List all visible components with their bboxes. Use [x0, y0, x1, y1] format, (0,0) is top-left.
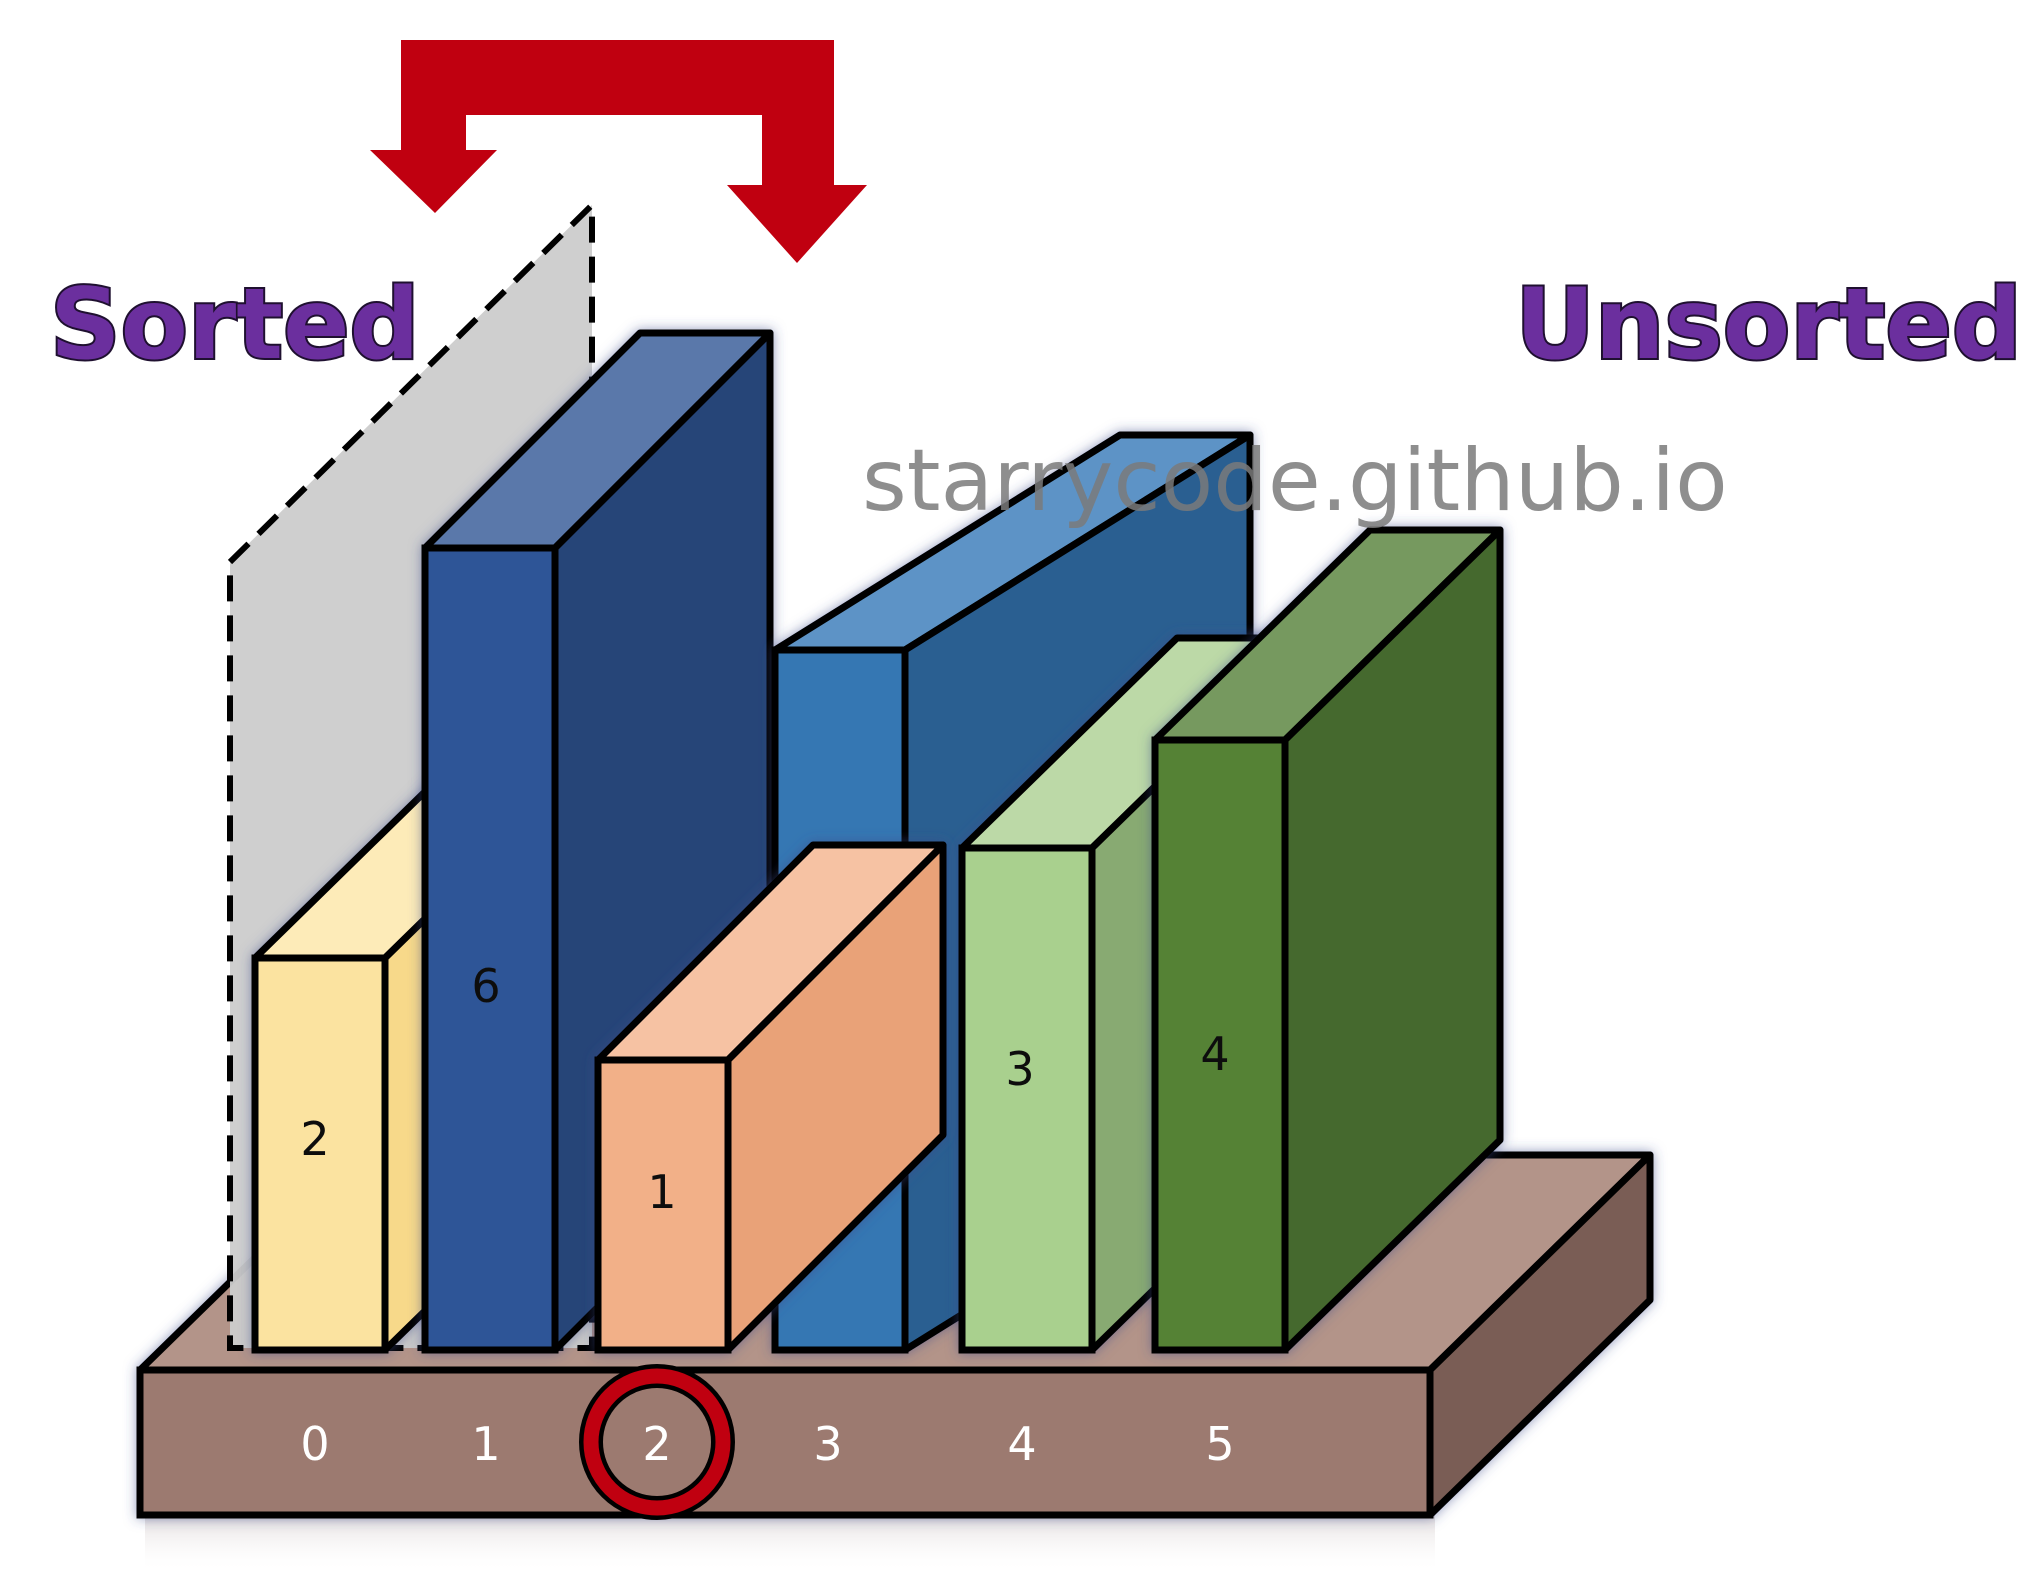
book-front-face	[1151, 736, 1289, 1354]
book-value-label: 3	[1005, 1042, 1034, 1096]
book-2: 1	[594, 841, 947, 1354]
unsorted-label: Unsorted	[1515, 268, 2022, 382]
book-value-label: 4	[1200, 1027, 1229, 1081]
book-front-face	[958, 844, 1096, 1354]
book-value-label: 2	[300, 1112, 329, 1166]
book-value-label: 6	[471, 959, 500, 1013]
shelf-reflection	[145, 1515, 1435, 1572]
shelf-index-label: 5	[1205, 1417, 1234, 1471]
shelf-index-label: 2	[642, 1417, 671, 1471]
book-5: 4	[1151, 526, 1504, 1354]
shelf-front	[136, 1366, 1434, 1519]
book-value-label: 1	[647, 1165, 676, 1219]
watermark: starrycode.github.io	[862, 431, 1728, 531]
move-arrow-shape	[370, 40, 867, 263]
shelf-index-label: 0	[300, 1417, 329, 1471]
highlight-ring-fill	[583, 1368, 731, 1516]
move-arrow	[370, 40, 867, 263]
current-index-highlight	[579, 1364, 735, 1520]
book-front-face	[251, 954, 389, 1354]
shelf-index-label: 4	[1007, 1417, 1036, 1471]
book-front-face	[594, 1056, 732, 1354]
books: 265134	[251, 329, 1504, 1354]
shelf-index-label: 1	[471, 1417, 500, 1471]
book-front-face	[421, 544, 559, 1354]
sorted-label: Sorted	[50, 268, 420, 382]
shelf-indices: 0 1 2 3 4 5	[300, 1417, 1234, 1471]
shelf-index-label: 3	[813, 1417, 842, 1471]
